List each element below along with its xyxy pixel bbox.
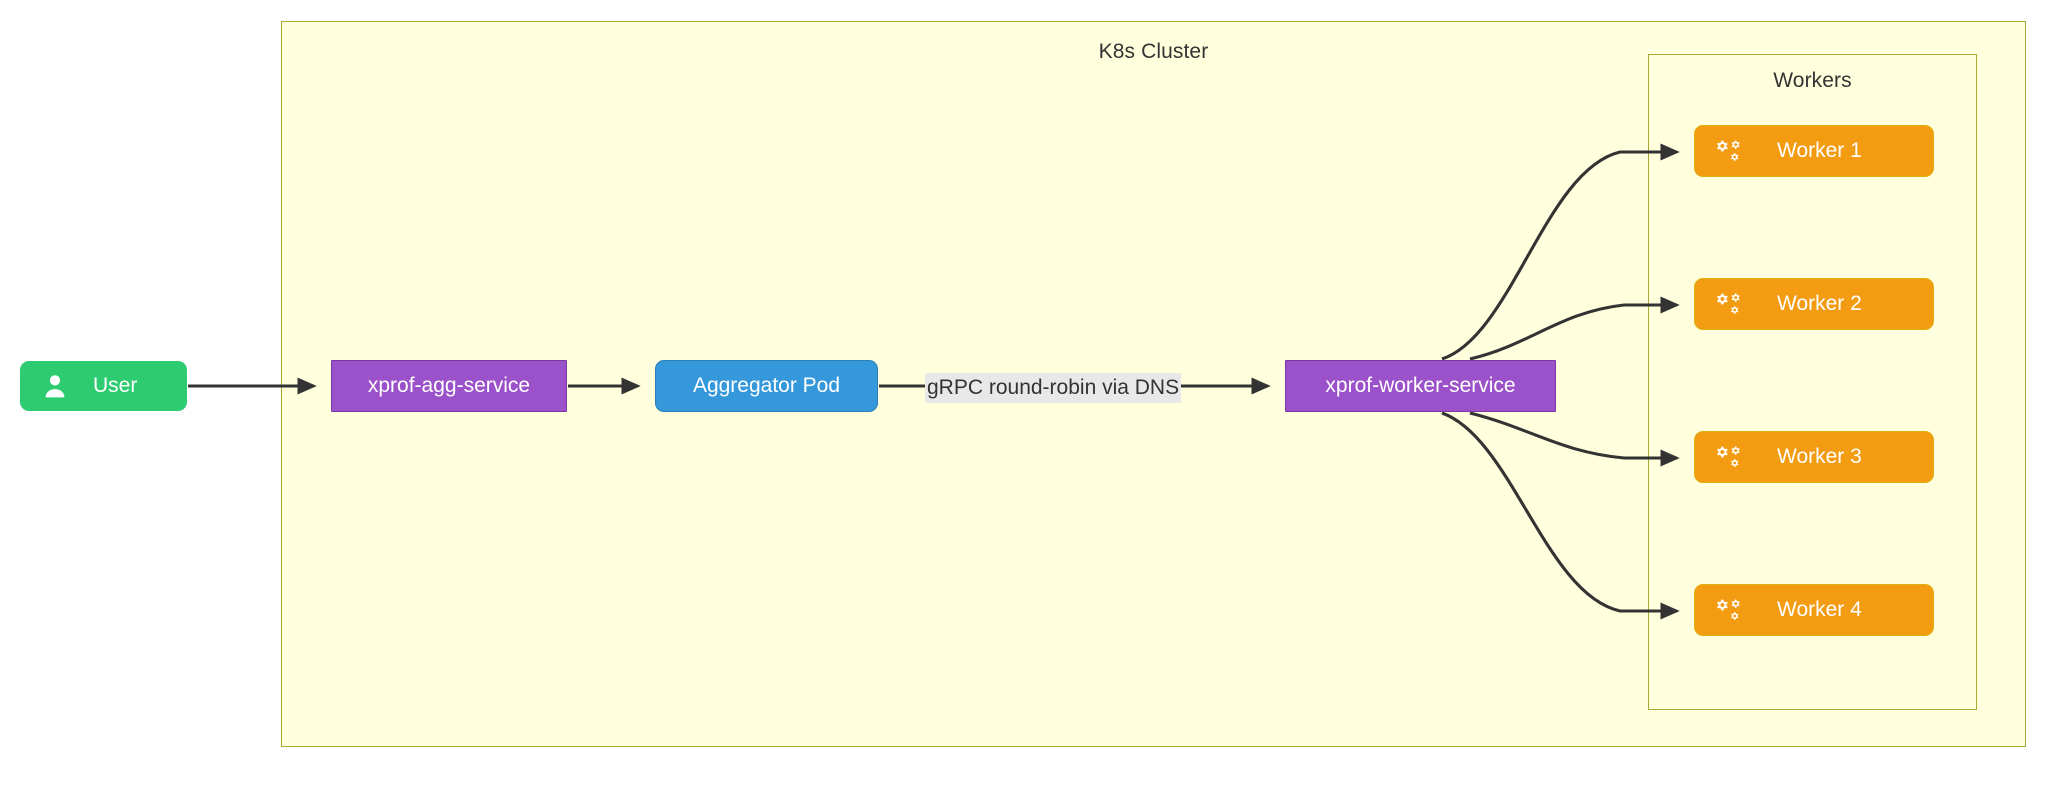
edge-label-grpc-round-robin: gRPC round-robin via DNS (925, 373, 1182, 404)
node-worker-2[interactable]: Worker 2 (1694, 278, 1934, 330)
node-xprof-agg-service-label: xprof-agg-service (367, 374, 531, 397)
node-worker-1-label: Worker 1 (1777, 139, 1862, 162)
cogs-icon (1717, 598, 1743, 622)
node-xprof-worker-service[interactable]: xprof-worker-service (1285, 360, 1556, 412)
node-xprof-agg-service[interactable]: xprof-agg-service (331, 360, 567, 412)
cogs-icon (1717, 445, 1743, 469)
node-worker-4[interactable]: Worker 4 (1694, 584, 1934, 636)
node-aggregator-pod-label: Aggregator Pod (692, 374, 841, 397)
node-worker-4-label: Worker 4 (1777, 598, 1862, 621)
node-xprof-worker-service-label: xprof-worker-service (1325, 374, 1516, 397)
node-user-label: User (93, 374, 138, 397)
node-worker-2-label: Worker 2 (1777, 292, 1862, 315)
node-worker-3-label: Worker 3 (1777, 445, 1862, 468)
node-worker-1[interactable]: Worker 1 (1694, 125, 1934, 177)
cogs-icon (1717, 139, 1743, 163)
cluster-k8s-label: K8s Cluster (1098, 40, 1209, 63)
cogs-icon (1717, 292, 1743, 316)
node-aggregator-pod[interactable]: Aggregator Pod (655, 360, 878, 412)
user-icon (43, 373, 67, 399)
cluster-workers-label: Workers (1773, 69, 1852, 92)
node-worker-3[interactable]: Worker 3 (1694, 431, 1934, 483)
node-user[interactable]: User (20, 361, 187, 411)
